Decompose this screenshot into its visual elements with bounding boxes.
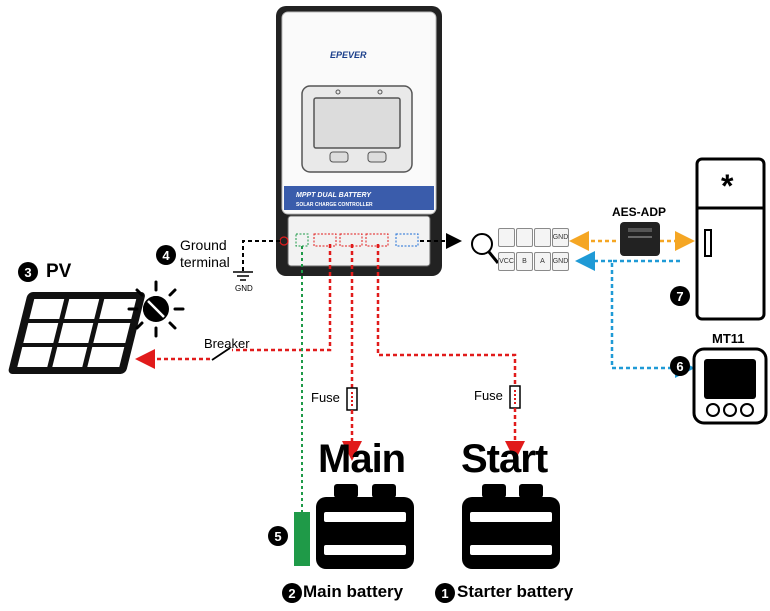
pv-label: PV (46, 261, 72, 282)
meter-device-icon (692, 347, 768, 425)
comm-terminal-top-3 (534, 228, 551, 247)
ground-terminal-label-1: Ground (180, 237, 227, 253)
sun-icon (127, 280, 185, 338)
badge-starter-battery: 1 (435, 583, 455, 603)
badge-ground: 4 (156, 245, 176, 265)
comm-terminal-top-4: GND (552, 228, 569, 247)
rs485-wire (610, 259, 695, 378)
fuse-main-label: Fuse (311, 390, 340, 405)
pv-wire (135, 244, 332, 369)
meter-label: MT11 (712, 331, 745, 346)
controller-product-line-1: MPPT DUAL BATTERY (296, 192, 372, 199)
main-battery-wire (342, 244, 362, 461)
fridge-symbol: * (721, 168, 734, 204)
adapter-device-icon (620, 222, 660, 256)
main-battery-icon (316, 484, 414, 569)
comm-terminal-top-2 (516, 228, 533, 247)
badge-temp-sensor: 5 (268, 526, 288, 546)
magnifier-icon (471, 233, 500, 264)
solar-panel-icon (8, 292, 145, 374)
main-battery-label: Main battery (303, 582, 404, 601)
adapter-label: AES-ADP (612, 205, 667, 219)
temperature-sensor (294, 512, 310, 566)
comm-terminal-bottom-2: B (516, 252, 533, 271)
comm-terminal-bottom-1: VCC (498, 252, 515, 271)
starter-battery-wire (376, 244, 525, 461)
comm-terminal-top-1 (498, 228, 515, 247)
fuse-main-icon (346, 387, 358, 411)
start-battery-title: Start (461, 437, 548, 481)
comm-terminal-bottom-3: A (534, 252, 551, 271)
controller-product-line-2: SOLAR CHARGE CONTROLLER (296, 202, 373, 208)
controller-product-panel (284, 186, 434, 210)
starter-battery-label: Starter battery (457, 582, 574, 601)
gnd-label: GND (235, 284, 253, 293)
controller-brand: EPEVER (330, 50, 367, 60)
badge-fridge: 7 (670, 286, 690, 306)
fridge-icon (695, 157, 766, 321)
starter-battery-icon (462, 484, 560, 569)
ground-connection (233, 240, 280, 281)
badge-main-battery: 2 (282, 583, 302, 603)
fuse-start-icon (509, 385, 521, 409)
badge-meter: 6 (670, 356, 690, 376)
ground-terminal-label-2: terminal (180, 254, 230, 270)
comm-terminal-bottom-4: GND (552, 252, 569, 271)
charge-controller: EPEVER MPPT DUAL BATTERY SOLAR CHARGE CO… (276, 6, 442, 276)
main-battery-title: Main (318, 437, 406, 481)
badge-pv: 3 (18, 262, 38, 282)
fuse-start-label: Fuse (474, 388, 503, 403)
breaker-label: Breaker (204, 336, 250, 351)
